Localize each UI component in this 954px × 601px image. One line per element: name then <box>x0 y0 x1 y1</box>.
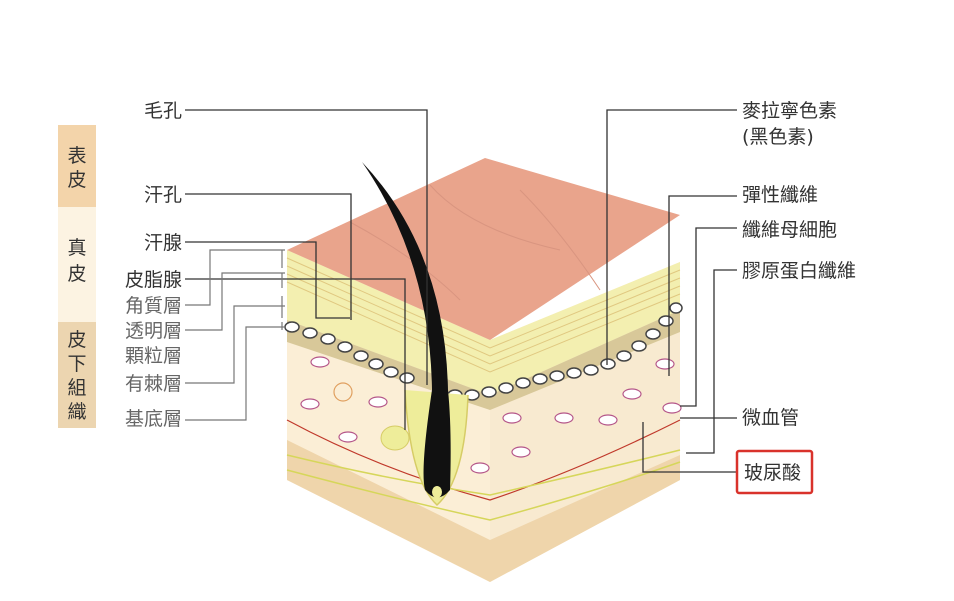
label-melanin: 麥拉寧色素 <box>742 100 837 122</box>
label-sweat-gland: 汗腺 <box>144 232 182 254</box>
epidermis-band <box>58 125 96 207</box>
label-pore: 毛孔 <box>144 100 182 122</box>
right-labels: 麥拉寧色素 (黑色素) 彈性纖維 纖維母細胞 膠原蛋白纖維 微血管 玻尿酸 <box>735 100 856 495</box>
label-collagen-fiber: 膠原蛋白纖維 <box>742 260 856 282</box>
hair <box>362 162 451 498</box>
label-fibroblast: 纖維母細胞 <box>742 219 837 241</box>
subcutaneous-label: 皮 <box>67 329 86 351</box>
subcutaneous-band <box>58 322 96 428</box>
label-hyaluronic-acid: 玻尿酸 <box>744 462 801 484</box>
left-labels: 毛孔 汗孔 汗腺 皮脂腺 角質層 透明層 顆粒層 有棘層 基底層 <box>125 100 182 430</box>
capillary <box>286 419 681 501</box>
label-sweat-pore: 汗孔 <box>144 184 182 206</box>
label-stratum-basale: 基底層 <box>125 408 182 430</box>
skin-surface <box>287 158 680 340</box>
label-stratum-lucidum: 透明層 <box>125 320 182 342</box>
label-melanin-alt: (黑色素) <box>742 126 814 148</box>
label-sebaceous-gland: 皮脂腺 <box>125 269 182 291</box>
left-leader-lines <box>185 109 428 430</box>
label-stratum-granulosum: 顆粒層 <box>125 345 182 367</box>
dermis-band <box>58 207 96 322</box>
skin-block <box>284 158 683 582</box>
subcutaneous-label: 織 <box>67 401 86 423</box>
basal-cells <box>284 302 683 401</box>
right-leader-lines <box>606 109 737 473</box>
highlight-box <box>735 449 814 495</box>
label-capillary: 微血管 <box>742 407 799 429</box>
epidermis-label: 表 <box>67 145 86 167</box>
label-elastic-fiber: 彈性纖維 <box>742 184 818 206</box>
dermis-label: 皮 <box>67 263 86 285</box>
label-stratum-corneum: 角質層 <box>125 295 182 317</box>
subcutaneous-label: 組 <box>67 377 86 399</box>
layer-sidebar: 表 皮 真 皮 皮 下 組 織 <box>58 125 96 428</box>
epidermis-label: 皮 <box>67 169 86 191</box>
subcutaneous-label: 下 <box>67 353 86 375</box>
dermis-label: 真 <box>67 237 86 259</box>
label-stratum-spinosum: 有棘層 <box>125 373 182 395</box>
